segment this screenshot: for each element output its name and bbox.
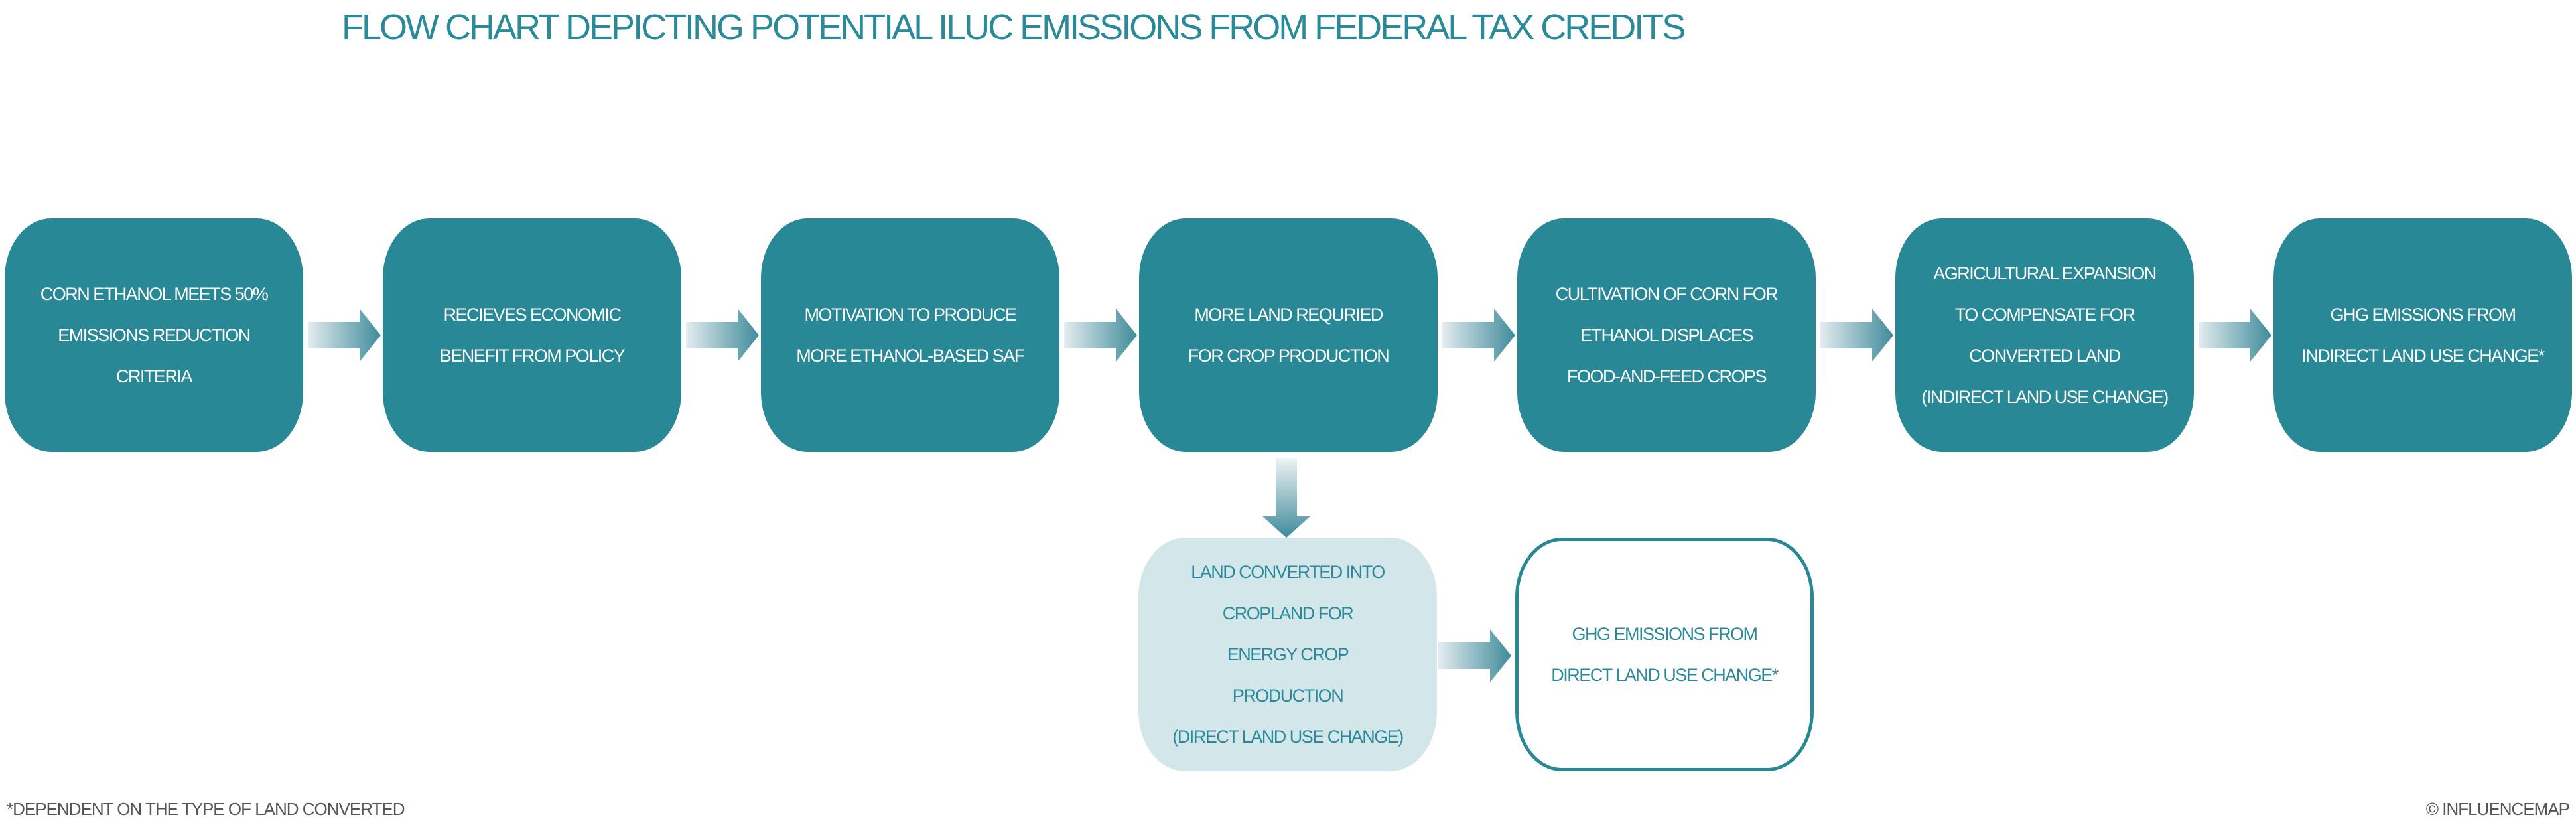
flow-step-2: RECIEVES ECONOMIC BENEFIT FROM POLICY [383,218,681,452]
box-label: MORE LAND REQURIED FOR CROP PRODUCTION [1187,305,1390,366]
flow-step-7: GHG EMISSIONS FROM INDIRECT LAND USE CHA… [2273,218,2572,452]
credit: © INFLUENCEMAP [2425,799,2570,819]
flow-step-6: AGRICULTURAL EXPANSION TO COMPENSATE FOR… [1895,218,2194,452]
flow-step-3: MOTIVATION TO PRODUCE MORE ETHANOL-BASED… [761,218,1059,452]
footnote: *DEPENDENT ON THE TYPE OF LAND CONVERTED [7,799,405,819]
arrow-down-icon [1262,458,1310,538]
chart-title: FLOW CHART DEPICTING POTENTIAL ILUC EMIS… [342,7,1686,47]
arrow-right-icon [1438,629,1511,682]
arrow-right-icon [308,309,381,362]
box-label: AGRICULTURAL EXPANSION TO COMPENSATE FOR… [1921,263,2169,407]
flow-step-1: CORN ETHANOL MEETS 50% EMISSIONS REDUCTI… [5,218,303,452]
box-label: RECIEVES ECONOMIC BENEFIT FROM POLICY [439,305,626,366]
flow-step-4: MORE LAND REQURIED FOR CROP PRODUCTION [1139,218,1438,452]
box-label: LAND CONVERTED INTO CROPLAND FOR ENERGY … [1172,562,1404,747]
flow-branch-direct-land-use: LAND CONVERTED INTO CROPLAND FOR ENERGY … [1138,538,1437,771]
box-label: GHG EMISSIONS FROM INDIRECT LAND USE CHA… [2301,305,2545,366]
arrow-right-icon [1442,309,1515,362]
arrow-right-icon [2199,309,2271,362]
flow-step-5: CULTIVATION OF CORN FOR ETHANOL DISPLACE… [1517,218,1816,452]
flow-branch-direct-emissions: GHG EMISSIONS FROM DIRECT LAND USE CHANG… [1515,538,1814,771]
arrow-right-icon [686,309,759,362]
box-label: CULTIVATION OF CORN FOR ETHANOL DISPLACE… [1555,284,1779,386]
box-label: MOTIVATION TO PRODUCE MORE ETHANOL-BASED… [796,305,1025,366]
box-label: CORN ETHANOL MEETS 50% EMISSIONS REDUCTI… [40,284,269,386]
box-label: GHG EMISSIONS FROM DIRECT LAND USE CHANG… [1551,624,1779,685]
arrow-right-icon [1820,309,1893,362]
arrow-right-icon [1064,309,1137,362]
